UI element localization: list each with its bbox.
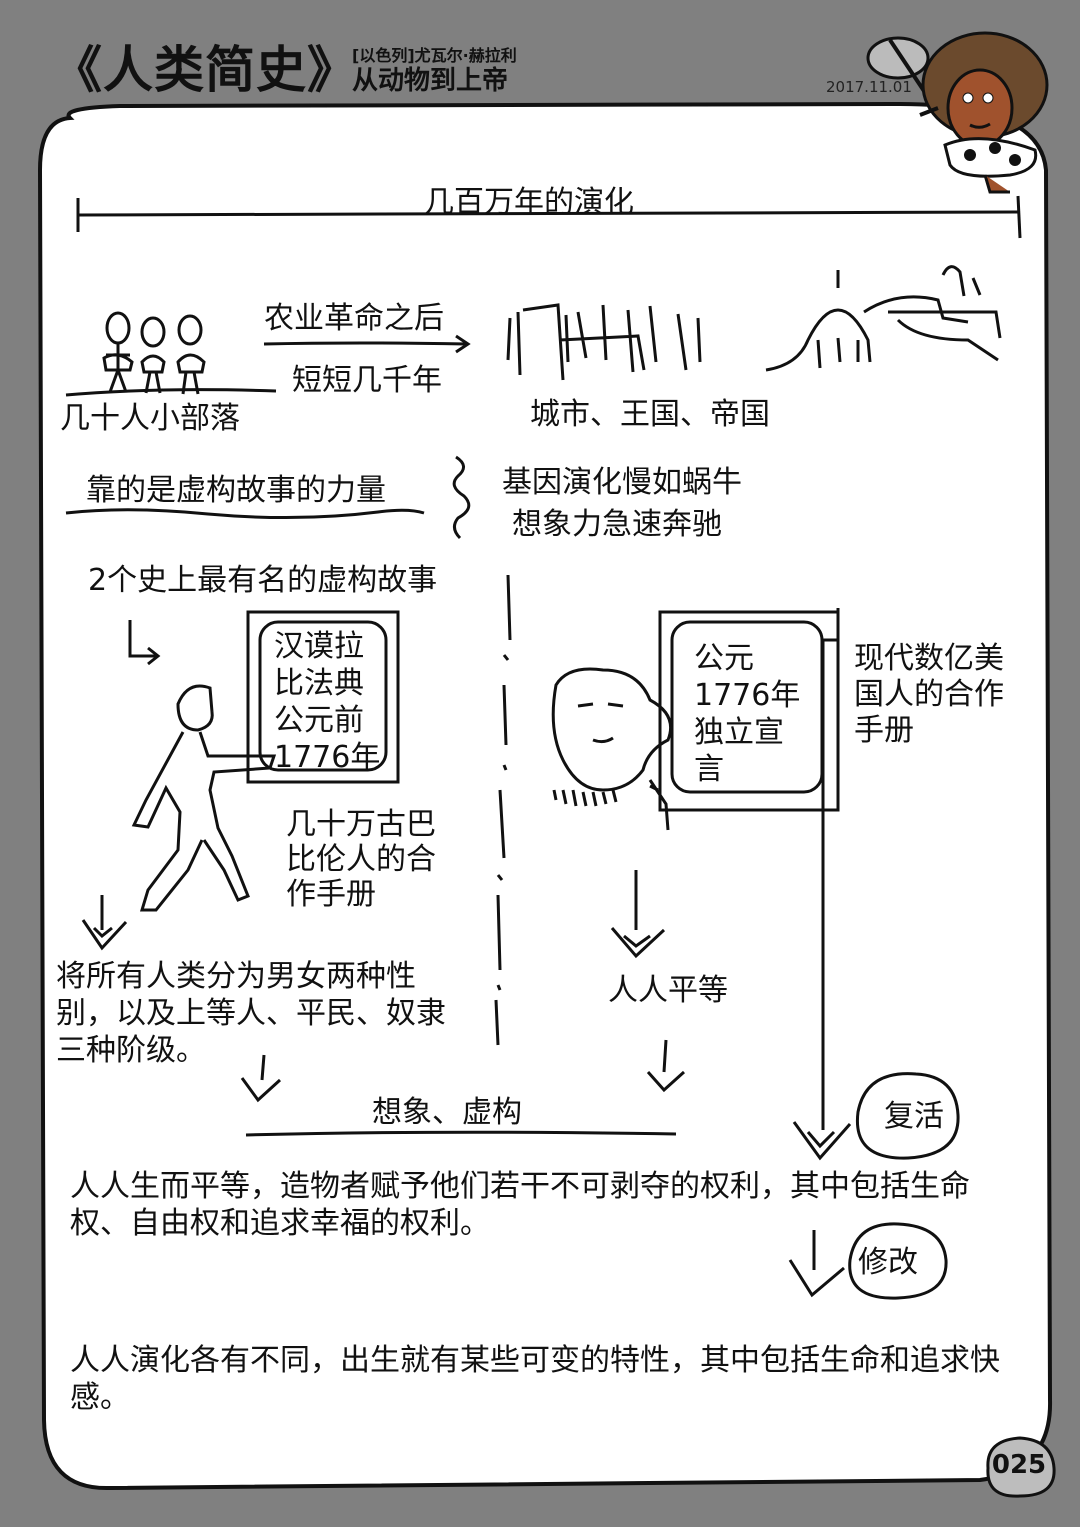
hammurabi-tablet-line: 公元前 bbox=[274, 703, 364, 738]
sketch-layer bbox=[65, 195, 1022, 1300]
hammurabi-manual-line: 几十万古巴 bbox=[286, 807, 436, 842]
caveman-illustration bbox=[866, 31, 1049, 194]
declaration-tablet-line: 独立宣 bbox=[694, 715, 784, 750]
declaration-manual-line: 手册 bbox=[854, 713, 914, 748]
revolution-duration: 短短几千年 bbox=[292, 363, 442, 398]
hammurabi-tablet-line: 比法典 bbox=[274, 666, 364, 701]
page-number: 025 bbox=[991, 1450, 1047, 1480]
declaration-tablet-line: 公元 bbox=[694, 641, 754, 676]
page-number-badge: 025 bbox=[980, 1432, 1058, 1502]
declaration-tablet-line: 言 bbox=[694, 752, 724, 787]
hammurabi-manual-line: 作手册 bbox=[286, 877, 376, 912]
revolution-label: 农业革命之后 bbox=[264, 301, 444, 336]
equality-result: 人人平等 bbox=[608, 973, 728, 1008]
book-subtitle: 从动物到上帝 bbox=[352, 66, 509, 96]
declaration-manual-line: 国人的合作 bbox=[854, 677, 1004, 712]
modify-label: 修改 bbox=[858, 1245, 918, 1280]
declaration-manual-line: 现代数亿美 bbox=[854, 641, 1004, 676]
genes-line-1: 基因演化慢如蜗牛 bbox=[502, 465, 742, 500]
power-label: 靠的是虚构故事的力量 bbox=[86, 473, 386, 508]
quote-declaration: 人人生而平等，造物者赋予他们若干不可剥夺的权利，其中包括生命权、自由权和追求幸福… bbox=[70, 1169, 970, 1241]
book-author: [以色列]尤瓦尔·赫拉利 bbox=[352, 46, 517, 65]
hammurabi-tablet-line: 汉谟拉 bbox=[274, 629, 364, 664]
tribes-label: 几十人小部落 bbox=[60, 401, 240, 436]
revive-label: 复活 bbox=[884, 1099, 944, 1134]
hammurabi-result: 将所有人类分为男女两种性别，以及上等人、平民、奴隶三种阶级。 bbox=[56, 959, 446, 1068]
hammurabi-manual-line: 比伦人的合 bbox=[286, 842, 436, 877]
cities-label: 城市、王国、帝国 bbox=[530, 397, 770, 432]
book-title: 《人类简史》 bbox=[52, 41, 358, 99]
genes-line-2: 想象力急速奔驰 bbox=[512, 507, 722, 542]
declaration-tablet-line: 1776年 bbox=[694, 678, 801, 713]
imagination-label: 想象、虚构 bbox=[372, 1095, 522, 1130]
timeline-label: 几百万年的演化 bbox=[424, 185, 634, 220]
stories-heading: 2个史上最有名的虚构故事 bbox=[88, 563, 438, 598]
hammurabi-tablet-line: 1776年 bbox=[274, 740, 381, 775]
quote-revised: 人人演化各有不同，出生就有某些可变的特性，其中包括生命和追求快感。 bbox=[70, 1343, 1000, 1415]
date-label: 2017.11.01 bbox=[826, 78, 912, 96]
